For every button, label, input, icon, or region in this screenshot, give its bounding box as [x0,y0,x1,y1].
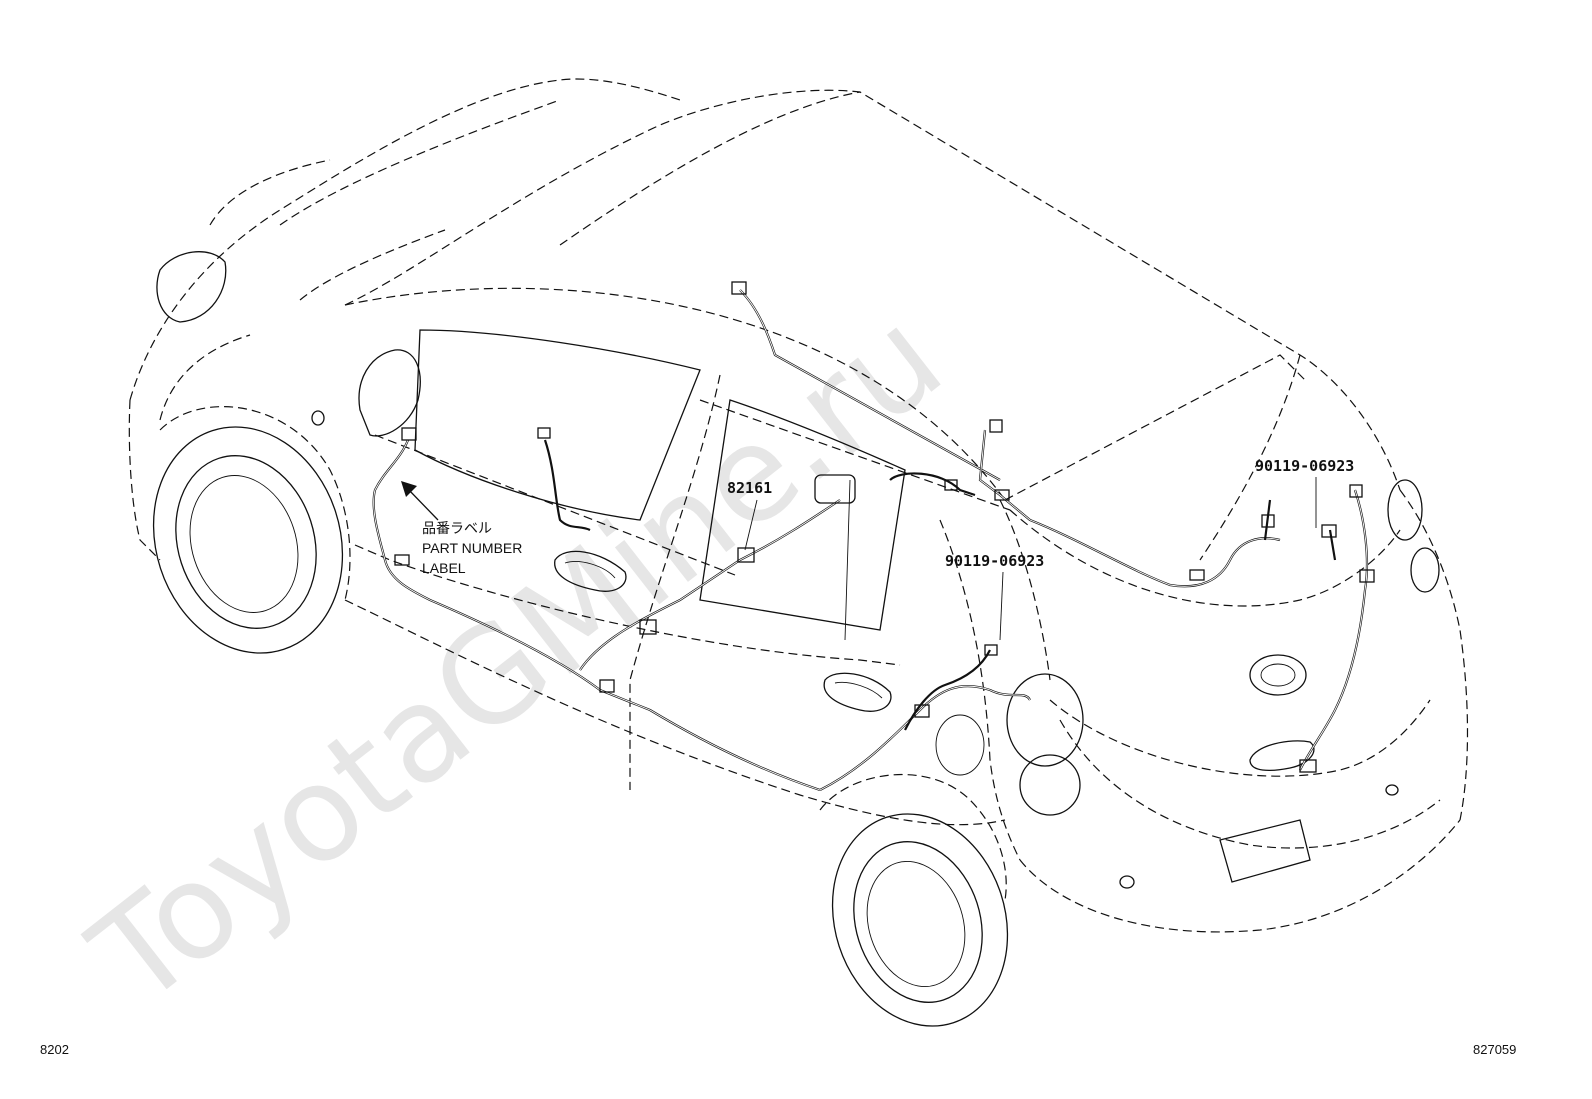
front-door-window [414,329,701,521]
rear-door-window [699,399,906,631]
license-plate-area [1219,819,1311,883]
front-wheel [152,426,344,654]
callout-labels: 82161 90119-06923 90119-06923 品番ラベル PART… [422,457,1354,576]
page-codes: 8202 827059 [40,1042,1516,1057]
part-number-arrow [406,487,439,521]
part-number-arrow-head [401,481,417,497]
rear-hatch-handle [1249,740,1315,772]
callout-82161: 82161 [727,479,772,497]
car-body-outline [128,78,1469,933]
rear-emblem [1249,654,1307,696]
part-number-label-jp: 品番ラベル [422,520,492,536]
callout-90119-06923-right: 90119-06923 [1255,457,1354,475]
wiring-harness [372,281,1375,792]
headlamp [156,251,227,323]
rear-door-handle [823,672,892,712]
part-number-label-line1: PART NUMBER [422,540,522,556]
left-tail-lamp [935,673,1084,816]
main-connector-block [814,474,856,504]
callout-leaders [401,477,1317,641]
front-door-handle [554,550,627,592]
car-body-details [152,251,1440,1027]
page-code-left: 8202 [40,1042,69,1057]
right-tail-lamp [1387,479,1440,593]
page-code-right: 827059 [1473,1042,1516,1057]
part-number-label-line2: LABEL [422,560,466,576]
rear-wheel [831,813,1009,1027]
callout-90119-06923-left: 90119-06923 [945,552,1044,570]
side-mirror [358,349,421,437]
